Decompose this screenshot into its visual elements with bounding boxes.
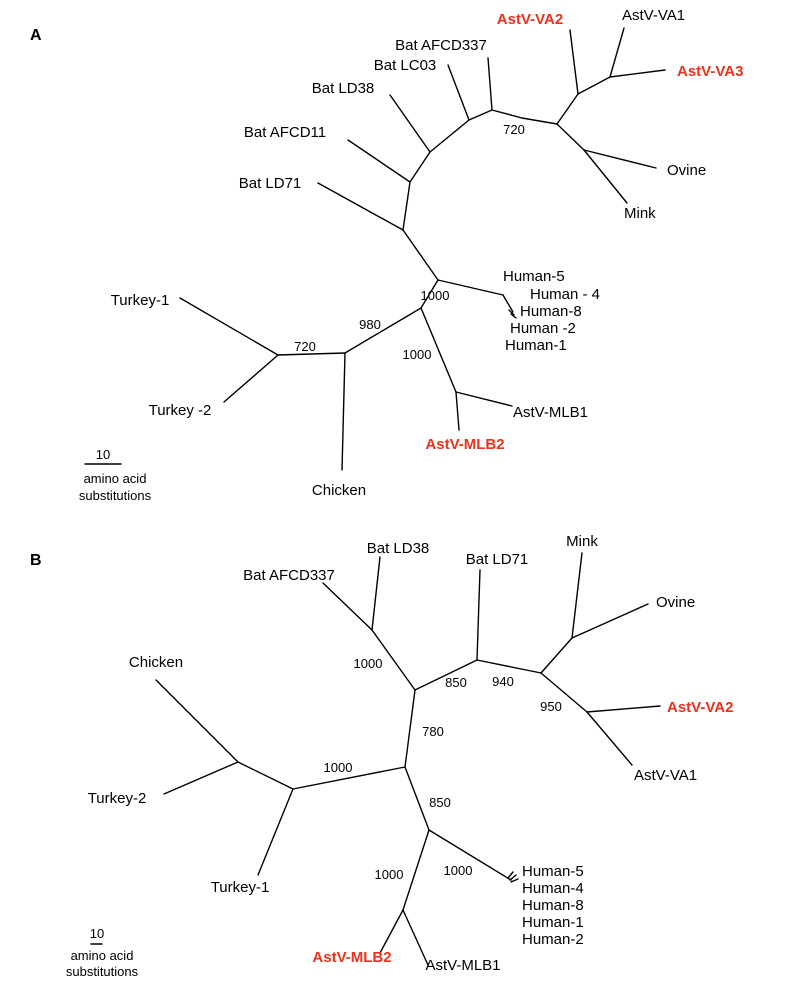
leaf-human-2: Human -2 — [510, 320, 576, 337]
leaf-mink: Mink — [566, 533, 598, 550]
bootstrap-value: 940 — [492, 674, 514, 689]
bootstrap-value: 1000 — [324, 760, 353, 775]
leaf-bat-lc03: Bat LC03 — [374, 57, 437, 74]
leaf-astv-mlb1: AstV-MLB1 — [513, 404, 588, 421]
leaf-human-1: Human-1 — [522, 914, 584, 931]
panel-a-scale-bar: 10 amino acid substitutions — [79, 447, 152, 503]
bootstrap-value: 1000 — [444, 863, 473, 878]
leaf-human-1: Human-1 — [505, 337, 567, 354]
panel-a-bootstrap-values: 720 1000 980 720 1000 — [294, 122, 525, 362]
bootstrap-value: 780 — [422, 724, 444, 739]
leaf-human-8: Human-8 — [520, 303, 582, 320]
leaf-human-8: Human-8 — [522, 897, 584, 914]
panel-b-branches — [155, 552, 661, 966]
leaf-chicken: Chicken — [312, 482, 366, 499]
scale-bar-unit: amino acid — [84, 471, 147, 486]
leaf-chicken: Chicken — [129, 654, 183, 671]
leaf-bat-ld71: Bat LD71 — [239, 175, 302, 192]
panel-b: B — [30, 533, 733, 979]
leaf-human-5: Human-5 — [522, 863, 584, 880]
leaf-mink: Mink — [624, 205, 656, 222]
leaf-astv-va1: AstV-VA1 — [622, 7, 685, 24]
bootstrap-value: 850 — [429, 795, 451, 810]
leaf-turkey-1: Turkey-1 — [211, 879, 270, 896]
panel-b-bootstrap-values: 1000 850 940 950 780 1000 850 1000 1000 — [324, 656, 562, 882]
leaf-human-4: Human - 4 — [530, 286, 600, 303]
leaf-bat-afcd337: Bat AFCD337 — [243, 567, 335, 584]
bootstrap-value: 850 — [445, 675, 467, 690]
leaf-bat-ld71: Bat LD71 — [466, 551, 529, 568]
leaf-turkey-2: Turkey-2 — [88, 790, 147, 807]
bootstrap-value: 1000 — [375, 867, 404, 882]
leaf-bat-afcd337: Bat AFCD337 — [395, 37, 487, 54]
leaf-turkey-1: Turkey-1 — [111, 292, 170, 309]
bootstrap-value: 1000 — [354, 656, 383, 671]
bootstrap-value: 1000 — [421, 288, 450, 303]
leaf-astv-mlb2: AstV-MLB2 — [312, 949, 391, 966]
scale-bar-unit: substitutions — [79, 488, 152, 503]
bootstrap-value: 720 — [294, 339, 316, 354]
leaf-human-2: Human-2 — [522, 931, 584, 948]
leaf-bat-ld38: Bat LD38 — [312, 80, 375, 97]
bootstrap-value: 1000 — [403, 347, 432, 362]
bootstrap-value: 980 — [359, 317, 381, 332]
leaf-bat-afcd11: Bat AFCD11 — [244, 124, 326, 141]
panel-a-label: A — [30, 27, 42, 44]
leaf-astv-va2: AstV-VA2 — [667, 699, 733, 716]
panel-a-leaf-labels: AstV-VA2 AstV-VA1 AstV-VA3 Bat AFCD337 B… — [111, 7, 744, 499]
leaf-ovine: Ovine — [667, 162, 706, 179]
scale-bar-value: 10 — [96, 447, 110, 462]
leaf-astv-va1: AstV-VA1 — [634, 767, 697, 784]
scale-bar-value: 10 — [90, 926, 104, 941]
leaf-human-4: Human-4 — [522, 880, 584, 897]
leaf-astv-mlb1: AstV-MLB1 — [425, 957, 500, 974]
panel-b-leaf-labels: Bat LD38 Bat AFCD337 Bat LD71 Mink Ovine… — [88, 533, 734, 974]
panel-b-scale-bar: 10 amino acid substitutions — [66, 926, 139, 979]
leaf-astv-mlb2: AstV-MLB2 — [425, 436, 504, 453]
leaf-human-5: Human-5 — [503, 268, 565, 285]
leaf-ovine: Ovine — [656, 594, 695, 611]
scale-bar-unit: substitutions — [66, 964, 139, 979]
scale-bar-unit: amino acid — [71, 948, 134, 963]
panel-b-label: B — [30, 552, 42, 569]
leaf-astv-va2: AstV-VA2 — [497, 11, 563, 28]
panel-a: A — [30, 7, 743, 503]
panel-a-branches — [179, 27, 666, 471]
leaf-astv-va3: AstV-VA3 — [677, 63, 743, 80]
bootstrap-value: 950 — [540, 699, 562, 714]
leaf-turkey-2: Turkey -2 — [149, 402, 212, 419]
leaf-bat-ld38: Bat LD38 — [367, 540, 430, 557]
bootstrap-value: 720 — [503, 122, 525, 137]
